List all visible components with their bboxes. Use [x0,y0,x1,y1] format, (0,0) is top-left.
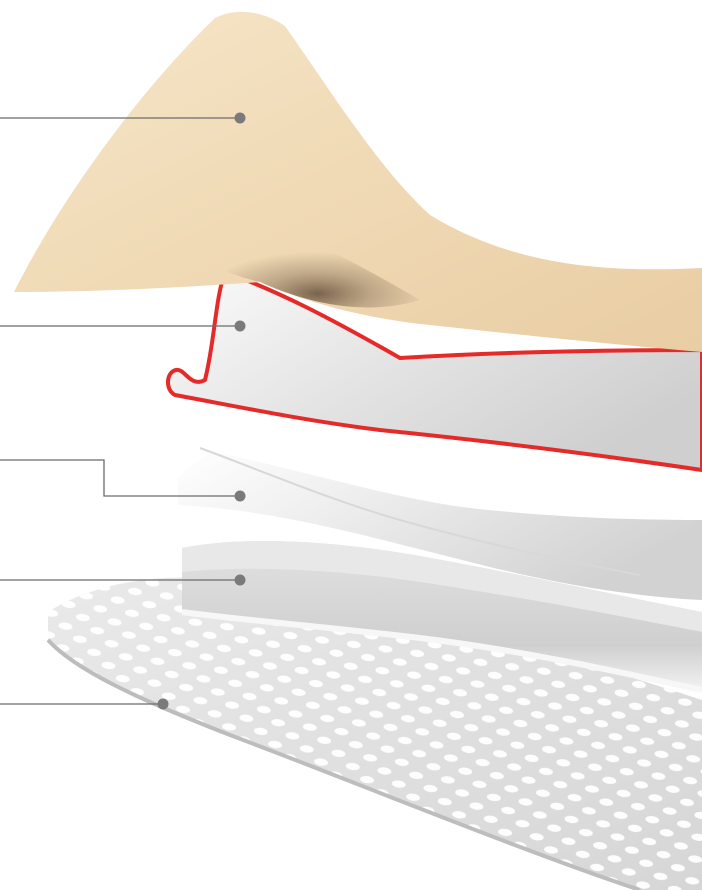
callout-dot [235,491,246,502]
top-beige-layer [14,12,702,352]
callout-dot [235,113,246,124]
callout-dot [235,321,246,332]
callout-film-layer [0,321,246,332]
callout-dot [235,575,246,586]
callout-dot [158,699,169,710]
